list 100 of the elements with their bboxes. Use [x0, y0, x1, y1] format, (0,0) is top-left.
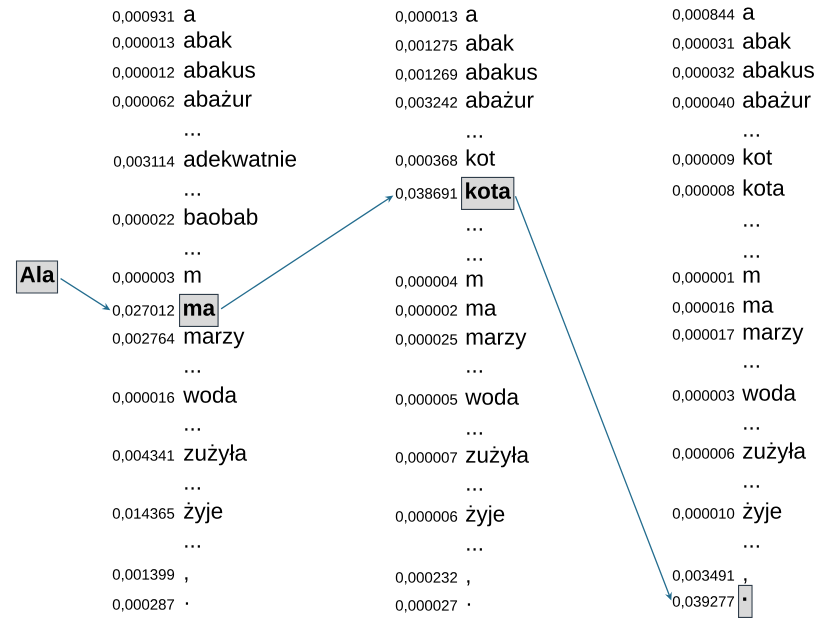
word-label: marzy: [466, 332, 526, 350]
probability-label: 0,014365: [112, 508, 174, 521]
ellipsis: ...: [467, 488, 482, 491]
probability-label: 0,000032: [672, 67, 734, 80]
word-label: zużyła: [184, 444, 247, 466]
word-label: ,: [185, 577, 188, 583]
word-label: abakus: [184, 61, 255, 78]
start-word-box: Ala: [16, 260, 58, 294]
probability-label: 0,000003: [672, 390, 734, 403]
probability-label: 0,000040: [672, 97, 734, 110]
probability-label: 0,000007: [396, 452, 458, 465]
probability-label: 0,000016: [112, 392, 174, 405]
probability-label: 0,001275: [396, 40, 458, 53]
highlighted-word-box: kota: [461, 176, 514, 210]
ellipsis: ...: [185, 487, 200, 490]
word-label: abak: [184, 31, 232, 48]
word-label: woda: [742, 384, 796, 401]
probability-label: 0,000010: [672, 508, 734, 521]
word-label: ·: [186, 602, 188, 605]
word-label: abakus: [743, 61, 814, 78]
probability-label: 0,000368: [396, 155, 458, 168]
word-label: kota: [744, 179, 785, 196]
probability-label: 0,000022: [112, 214, 174, 227]
highlighted-word-box: ·: [738, 584, 753, 618]
probability-label: 0,039277: [672, 596, 734, 609]
word-label: zużyła: [743, 442, 806, 464]
probability-label: 0,000003: [112, 272, 174, 285]
ellipsis: ...: [185, 545, 200, 548]
probability-label: 0,001399: [112, 569, 174, 582]
probability-label: 0,001269: [396, 69, 458, 82]
word-label: woda: [465, 388, 519, 405]
probability-label: 0,000062: [112, 96, 174, 109]
probability-label: 0,000232: [396, 572, 458, 585]
word-label: abakus: [466, 63, 537, 80]
probability-label: 0,038691: [396, 188, 458, 201]
word-label: abak: [466, 34, 514, 51]
word-label: abażur: [466, 91, 534, 108]
probability-label: 0,000013: [112, 37, 174, 50]
ellipsis: ...: [185, 428, 200, 431]
word-label: ,: [467, 580, 470, 586]
probability-label: 0,000004: [396, 276, 458, 289]
probability-label: 0,027012: [112, 305, 174, 318]
word-label: baobab: [184, 208, 258, 225]
word-label: kot: [744, 148, 772, 165]
ellipsis: ...: [467, 135, 482, 138]
word-label: ma: [466, 304, 496, 316]
word-label: a: [184, 10, 196, 22]
word-label: abażur: [184, 90, 252, 107]
ellipsis: ...: [467, 370, 482, 373]
word-label: a: [466, 10, 478, 22]
word-label: zużyła: [466, 446, 529, 468]
word-label: żyje: [743, 502, 782, 524]
word-label: ma: [744, 300, 774, 313]
probability-label: 0,000009: [672, 154, 734, 167]
probability-label: 0,000008: [672, 185, 734, 198]
probability-label: 0,000006: [396, 511, 458, 524]
probability-label: 0,000013: [396, 11, 458, 24]
word-label: żyje: [466, 505, 504, 526]
ellipsis: ...: [744, 224, 759, 227]
probability-label: 0,002764: [112, 333, 174, 346]
probability-label: 0,000002: [396, 305, 458, 318]
probability-label: 0,000005: [396, 394, 458, 407]
word-label: marzy: [744, 328, 804, 344]
probability-label: 0,000287: [112, 599, 174, 612]
word-label: adekwatnie: [184, 150, 296, 167]
probability-label: 0,000016: [672, 302, 734, 315]
word-label: m: [744, 270, 760, 283]
ellipsis: ...: [467, 432, 482, 435]
probability-label: 0,000025: [396, 334, 458, 347]
probability-label: 0,003242: [396, 97, 458, 110]
ellipsis: ...: [185, 193, 200, 196]
probability-label: 0,000844: [672, 9, 734, 22]
ellipsis: ...: [185, 252, 200, 255]
word-label: abażur: [743, 91, 811, 108]
probability-label: 0,004341: [112, 450, 174, 463]
probability-label: 0,000001: [672, 272, 734, 285]
probability-label: 0,000931: [112, 11, 174, 24]
word-label: m: [466, 274, 482, 287]
word-label: ·: [468, 603, 470, 606]
ellipsis: ...: [467, 548, 482, 551]
word-label: abak: [743, 32, 792, 49]
probability-label: 0,003114: [114, 156, 174, 169]
ellipsis: ...: [467, 258, 482, 261]
ellipsis: ...: [744, 427, 759, 430]
word-label: woda: [183, 386, 237, 403]
ellipsis: ...: [744, 134, 759, 137]
probability-label: 0,000017: [672, 329, 734, 342]
probability-label: 0,000006: [672, 448, 734, 461]
probability-label: 0,000031: [672, 38, 734, 51]
highlighted-word-box: ma: [179, 294, 219, 327]
ellipsis: ...: [744, 485, 759, 488]
ellipsis: ...: [185, 133, 200, 136]
ellipsis: ...: [744, 255, 759, 258]
word-label: a: [743, 8, 755, 20]
probability-label: 0,000012: [112, 67, 174, 80]
ellipsis: ...: [744, 545, 759, 548]
ellipsis: ...: [185, 370, 200, 373]
ellipsis: ...: [744, 365, 759, 368]
probability-label: 0,003491: [672, 570, 734, 583]
word-label: żyje: [184, 502, 222, 524]
